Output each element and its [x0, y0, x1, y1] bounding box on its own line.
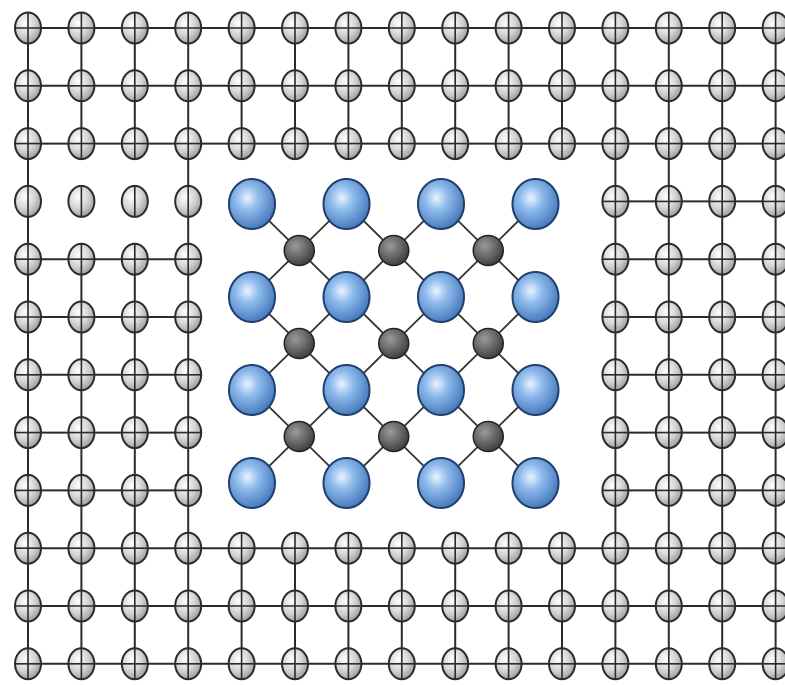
inclusion-large-atom	[324, 458, 370, 508]
inclusion-large-atom	[513, 365, 559, 415]
inclusion-small-atom	[473, 236, 503, 266]
inclusion-small-atom	[284, 236, 314, 266]
inclusion-large-atom	[229, 272, 275, 322]
inclusion-small-atom	[379, 329, 409, 359]
inclusion-large-atom	[229, 458, 275, 508]
inclusion-small-atom	[284, 329, 314, 359]
inclusion-small-atom	[379, 422, 409, 452]
inclusion-large-atom	[513, 272, 559, 322]
inclusion-large-atom	[324, 179, 370, 229]
inclusion-small-atom	[284, 422, 314, 452]
inclusion-small-atom	[473, 329, 503, 359]
inclusion-large-atom	[418, 365, 464, 415]
inclusion-large-atom	[513, 179, 559, 229]
inclusion-large-atom	[324, 365, 370, 415]
inclusion-large-atom	[418, 179, 464, 229]
inclusion-large-atom	[418, 458, 464, 508]
inclusion-small-atom	[473, 422, 503, 452]
inclusion-large-atom	[229, 365, 275, 415]
inclusion-large-atom	[229, 179, 275, 229]
inclusion-small-atom	[379, 236, 409, 266]
inclusion-large-atom	[418, 272, 464, 322]
inclusion-large-atom	[324, 272, 370, 322]
inclusion-large-atom	[513, 458, 559, 508]
